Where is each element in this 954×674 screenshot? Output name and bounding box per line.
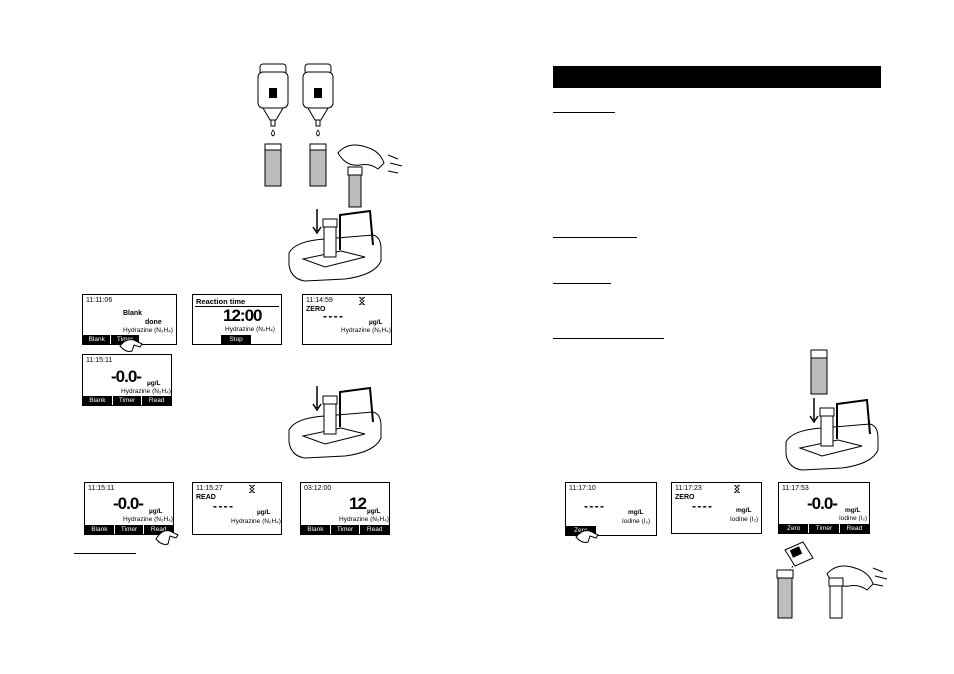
status-done: done bbox=[145, 319, 162, 326]
softkey-stop[interactable]: Stop bbox=[229, 336, 243, 343]
unit-label: µg/L bbox=[257, 509, 271, 516]
lcd-screen-zero: 11:14:59 ZERO - - - - µg/L Hydrazine (N₂… bbox=[302, 294, 392, 345]
parameter-name: Hydrazine (N₂H₄) bbox=[341, 327, 391, 334]
status-zero: ZERO bbox=[675, 494, 695, 501]
hourglass-icon bbox=[249, 485, 255, 493]
reading-value: - - - - bbox=[584, 499, 604, 513]
lcd-screen-ready-to-read: 11:15:11 -0.0- µg/L Hydrazine (N₂H₄) Bla… bbox=[84, 482, 174, 535]
hand-pointer-icon bbox=[155, 530, 179, 545]
softkey-timer[interactable]: Timer bbox=[808, 524, 838, 533]
softkey-blank[interactable]: Blank bbox=[91, 526, 108, 533]
unit-label: µg/L bbox=[369, 319, 383, 326]
parameter-name: Iodine (I₂) bbox=[839, 515, 868, 522]
softkey-blank[interactable]: Blank bbox=[88, 336, 105, 343]
lcd-screen-blank-done: 11:11:06 Blank done Hydrazine (N₂H₄) Bla… bbox=[82, 294, 177, 345]
lcd-screen-iodine-zero: 11:17:23 ZERO - - - - mg/L Iodine (I₂) bbox=[671, 482, 762, 534]
parameter-name: Hydrazine (N₂H₄) bbox=[231, 518, 281, 525]
reading-value: - - - - bbox=[213, 499, 233, 513]
unit-label: mg/L bbox=[628, 509, 644, 516]
heading-underline bbox=[553, 112, 615, 113]
clock-time: 11:15:11 bbox=[88, 485, 115, 492]
softkey-bar: Zero bbox=[566, 526, 596, 535]
hand-pointer-icon bbox=[119, 339, 143, 352]
softkey-blank[interactable]: Blank bbox=[89, 397, 106, 404]
reading-value: 12 bbox=[349, 494, 367, 513]
softkey-timer[interactable]: Timer bbox=[111, 396, 142, 405]
photometer-illustration-3 bbox=[785, 398, 879, 471]
softkey-zero[interactable]: Zero bbox=[574, 527, 588, 534]
hourglass-icon bbox=[734, 485, 740, 493]
lcd-screen-read: 11:15:27 READ - - - - µg/L Hydrazine (N₂… bbox=[192, 482, 282, 535]
vial-illustration bbox=[810, 349, 828, 395]
reagent-bottle-illustration bbox=[257, 63, 334, 187]
clock-time: 11:17:10 bbox=[569, 485, 596, 492]
lcd-screen-zero-result: 11:15:11 -0.0- µg/L Hydrazine (N₂H₄) Bla… bbox=[82, 354, 172, 406]
lcd-screen-reaction-time: Reaction time 12:00 Hydrazine (N₂H₄) Sto… bbox=[192, 294, 282, 345]
heading-underline bbox=[553, 283, 611, 284]
parameter-name: Hydrazine (N₂H₄) bbox=[339, 516, 389, 523]
reading-value: -0.0- bbox=[113, 494, 144, 513]
softkey-blank[interactable]: Blank bbox=[307, 526, 324, 533]
reagent-bottle-1 bbox=[257, 63, 289, 137]
parameter-name: Hydrazine (N₂H₄) bbox=[123, 327, 173, 334]
lcd-screen-iodine-result: 11:17:53 -0.0- mg/L Iodine (I₂) Zero Tim… bbox=[778, 482, 870, 534]
softkey-read[interactable]: Read bbox=[141, 396, 171, 405]
unit-label: mg/L bbox=[845, 507, 861, 514]
unit-label: µg/L bbox=[367, 508, 381, 515]
hourglass-icon bbox=[359, 297, 365, 305]
softkey-bar: Blank Timer Read bbox=[85, 525, 173, 534]
softkey-timer[interactable]: Timer bbox=[113, 525, 144, 534]
softkey-read[interactable]: Read bbox=[359, 525, 389, 534]
status-blank: Blank bbox=[123, 310, 143, 317]
unit-label: µg/L bbox=[147, 380, 161, 387]
parameter-name: Hydrazine (N₂H₄) bbox=[225, 326, 275, 333]
clock-time: 11:17:23 bbox=[675, 485, 702, 492]
parameter-name: Hydrazine (N₂H₄) bbox=[121, 388, 171, 395]
section-header-bar bbox=[553, 66, 881, 88]
clock-time: 11:15:11 bbox=[86, 357, 113, 364]
hand-pointer-icon bbox=[575, 530, 599, 543]
parameter-name: Hydrazine (N₂H₄) bbox=[123, 516, 173, 523]
clock-time: 11:15:27 bbox=[196, 485, 223, 492]
clock-time: 03:12:00 bbox=[304, 485, 332, 492]
lcd-screen-result: 03:12:00 12 µg/L Hydrazine (N₂H₄) Blank … bbox=[300, 482, 390, 535]
reading-value: -0.0- bbox=[111, 367, 142, 386]
reading-value: - - - - bbox=[692, 499, 712, 513]
softkey-bar: Stop bbox=[221, 335, 252, 344]
reading-value: - - - - bbox=[323, 309, 343, 323]
softkey-bar: Zero Timer Read bbox=[779, 524, 869, 533]
softkey-bar: Blank Timer Read bbox=[83, 396, 171, 405]
status-read: READ bbox=[196, 494, 216, 501]
softkey-timer[interactable]: Timer bbox=[329, 525, 360, 534]
photometer-illustration-2 bbox=[288, 386, 382, 459]
reagent-bottle-2 bbox=[302, 63, 334, 137]
softkey-timer[interactable]: Timer bbox=[110, 335, 138, 344]
softkey-bar: Blank Timer bbox=[83, 335, 139, 344]
reagent-packet-illustration bbox=[776, 541, 888, 619]
heading-underline bbox=[553, 338, 664, 339]
reading-value: -0.0- bbox=[807, 494, 838, 513]
clock-time: 11:17:53 bbox=[782, 485, 809, 492]
parameter-name: Iodine (I₂) bbox=[730, 516, 759, 523]
lcd-screen-iodine-zero-prompt: 11:17:10 - - - - mg/L Iodine (I₂) Zero bbox=[565, 482, 657, 536]
softkey-read[interactable]: Read bbox=[143, 525, 173, 534]
unit-label: mg/L bbox=[736, 507, 752, 514]
parameter-name: Iodine (I₂) bbox=[622, 518, 651, 525]
clock-time: 11:11:06 bbox=[86, 297, 113, 304]
softkey-bar: Blank Timer Read bbox=[301, 525, 389, 534]
softkey-read[interactable]: Read bbox=[838, 524, 869, 533]
unit-label: µg/L bbox=[149, 508, 163, 515]
clock-time: 11:14:59 bbox=[306, 297, 333, 304]
heading-underline bbox=[553, 237, 637, 238]
photometer-illustration-1 bbox=[288, 209, 382, 282]
shaking-vial-illustration bbox=[337, 144, 403, 208]
status-zero: ZERO bbox=[306, 306, 326, 313]
countdown-value: 12:00 bbox=[223, 306, 262, 325]
screen-title: Reaction time bbox=[196, 297, 246, 306]
softkey-zero[interactable]: Zero bbox=[786, 525, 801, 532]
heading-underline bbox=[74, 553, 136, 554]
title-divider bbox=[195, 306, 279, 307]
